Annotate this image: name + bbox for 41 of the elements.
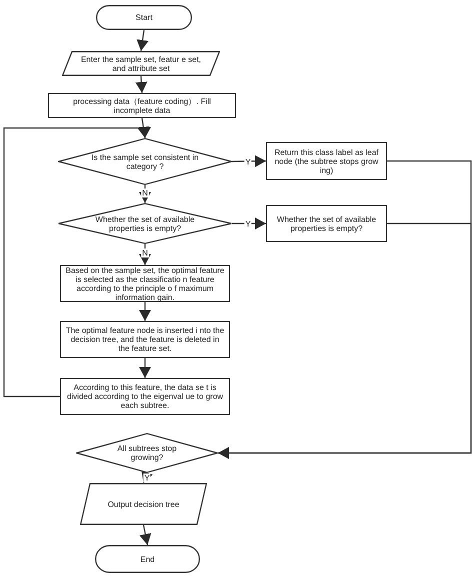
edge-label: Y <box>244 219 252 228</box>
arrow <box>135 76 148 94</box>
node-text: Start <box>136 13 152 22</box>
arrow <box>232 218 266 230</box>
edge-label: N <box>141 248 149 258</box>
arrow <box>139 244 151 265</box>
arrow <box>139 358 151 378</box>
edge-label: Y <box>143 474 151 482</box>
node-text: All subtrees stop growing? <box>116 444 178 462</box>
node-text: Based on the sample set, the optimal feature is selected as the classificatio n feature according to the principle o f maximum information gain. <box>65 266 225 302</box>
decision-diamond <box>58 138 232 185</box>
process-box <box>60 378 230 415</box>
node-text: Is the sample set consistent in category ? <box>90 152 200 170</box>
node-text: processing data（feature coding）. Fill incomplete data <box>72 96 212 114</box>
terminator-shape <box>95 545 200 573</box>
node-text: Output decision tree <box>108 500 180 508</box>
decision-diamond <box>76 433 218 473</box>
terminator-shape <box>96 5 192 30</box>
node-text: Whether the set of available properties is empty? <box>276 214 378 232</box>
edge-label: N <box>141 188 149 198</box>
arrow <box>218 222 472 459</box>
node-text: End <box>140 554 155 564</box>
process-box <box>266 205 387 242</box>
node-text: Return this class label as leaf node (the subtree stops grow ing) <box>273 148 380 174</box>
process-box <box>60 321 230 358</box>
node-text: Enter the sample set, featur e set, and attribute set <box>80 54 202 72</box>
process-box <box>266 142 387 180</box>
arrow <box>3 127 151 398</box>
arrow <box>232 155 266 168</box>
decision-diamond <box>58 203 232 244</box>
node-text: According to this feature, the data se t is divided according to the eigenval ue to grow each subtree. <box>66 383 224 410</box>
process-box <box>48 93 236 118</box>
arrow <box>139 302 151 321</box>
input-output-shape <box>80 483 207 525</box>
node-text: Whether the set of available properties is empty? <box>94 214 196 232</box>
arrow <box>139 524 152 546</box>
arrow <box>137 118 150 138</box>
input-output-shape <box>62 51 220 76</box>
arrow <box>136 30 148 52</box>
edge-label: Y <box>244 157 252 166</box>
node-text: The optimal feature node is inserted i nto the decision tree, and the feature is deleted in the feature set. <box>65 326 225 353</box>
